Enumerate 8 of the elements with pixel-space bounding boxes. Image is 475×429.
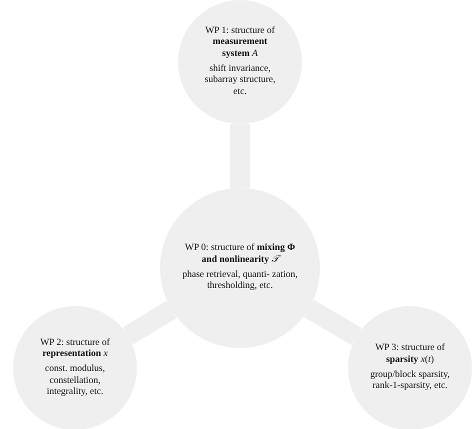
node-description: shift invariance, subarray structure, etc. bbox=[204, 64, 276, 98]
node-heading: WP 1: structure of measurement system A bbox=[204, 26, 276, 60]
node-description: phase retrieval, quanti- zation, thresholding, etc. bbox=[181, 270, 299, 293]
node-heading: WP 3: structure of sparsity x(t) bbox=[374, 343, 446, 366]
node-description: group/block sparsity, rank-1-sparsity, etc. bbox=[370, 370, 450, 393]
node-heading: WP 0: structure of mixing Φ and nonlinearity 𝒯 bbox=[184, 243, 296, 266]
node-heading: WP 2: structure of representation x bbox=[39, 338, 111, 360]
node-description: const. modulus, constellation, integrality, etc. bbox=[44, 364, 106, 398]
